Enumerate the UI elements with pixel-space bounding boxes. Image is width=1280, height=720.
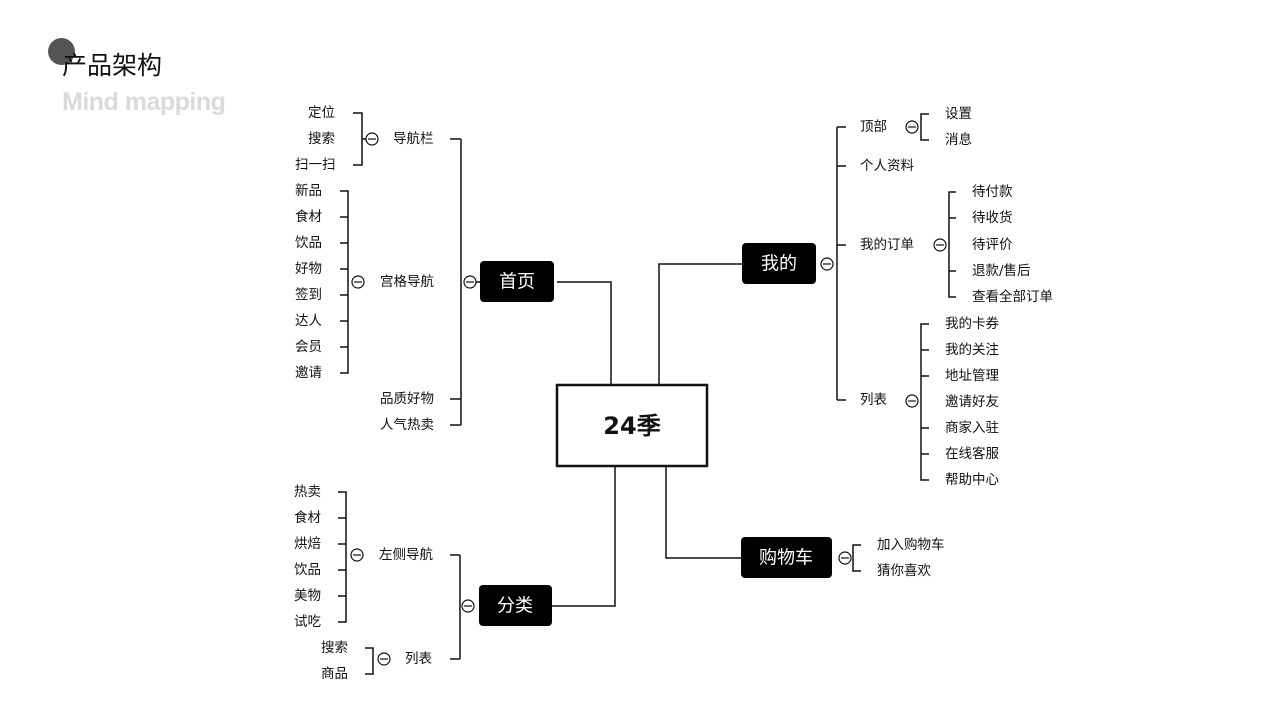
branch-mine-node[interactable]: 我的 xyxy=(742,243,816,284)
mine-list-item[interactable]: 地址管理 xyxy=(945,368,999,384)
home-grid-item[interactable]: 饮品 xyxy=(295,235,322,251)
connector-center-cart xyxy=(665,466,741,559)
collapse-home-icon[interactable] xyxy=(463,275,477,289)
branch-category-label: 分类 xyxy=(497,596,533,617)
connector-center-mine xyxy=(658,263,742,385)
mine-orders-item[interactable]: 退款/售后 xyxy=(972,263,1031,279)
collapse-catlist-icon[interactable] xyxy=(377,652,391,666)
branch-home-node[interactable]: 首页 xyxy=(480,261,554,302)
connector-lines xyxy=(338,112,956,675)
mine-orders-item[interactable]: 查看全部订单 xyxy=(972,288,1053,305)
category-leftnav-label[interactable]: 左侧导航 xyxy=(379,547,433,563)
category-leftnav-item[interactable]: 烘焙 xyxy=(294,536,321,552)
grid-bracket xyxy=(340,190,349,374)
nav-bracket xyxy=(353,112,366,166)
mine-orders-item[interactable]: 待评价 xyxy=(972,237,1013,253)
mine-list-label[interactable]: 列表 xyxy=(860,392,888,408)
home-grid-item[interactable]: 会员 xyxy=(295,339,322,355)
branch-mine-label: 我的 xyxy=(761,254,797,275)
home-grid-item[interactable]: 签到 xyxy=(295,286,322,303)
mine-top-item[interactable]: 消息 xyxy=(945,131,972,148)
mine-list-item[interactable]: 邀请好友 xyxy=(945,394,999,410)
minelist-bracket xyxy=(920,323,929,481)
title-dot-icon xyxy=(48,38,75,65)
cart-item[interactable]: 猜你喜欢 xyxy=(877,563,931,579)
center-label: 24季 xyxy=(603,412,660,440)
mine-orders-item[interactable]: 待付款 xyxy=(972,184,1013,200)
collapse-mine-icon[interactable] xyxy=(820,257,834,271)
category-list-item[interactable]: 商品 xyxy=(321,666,348,682)
category-leftnav-item[interactable]: 饮品 xyxy=(294,562,321,578)
collapse-orders-icon[interactable] xyxy=(933,238,947,252)
orders-bracket xyxy=(948,191,956,298)
category-list-item[interactable]: 搜索 xyxy=(321,640,348,656)
home-nav-item[interactable]: 搜索 xyxy=(308,131,335,147)
mine-spine-ticks xyxy=(837,126,846,401)
category-spine-ticks xyxy=(450,554,460,660)
top-bracket xyxy=(920,113,929,141)
mine-orders-item[interactable]: 待收货 xyxy=(972,209,1013,226)
category-leftnav-item[interactable]: 热卖 xyxy=(294,484,321,500)
mine-list-item[interactable]: 商家入驻 xyxy=(945,419,999,436)
collapse-cart-icon[interactable] xyxy=(838,551,852,565)
collapse-knobs xyxy=(350,120,947,666)
home-grid-label[interactable]: 宫格导航 xyxy=(380,274,434,290)
connector-center-home xyxy=(557,281,612,385)
branch-cart-label: 购物车 xyxy=(759,548,813,569)
catlist-bracket xyxy=(365,647,374,675)
home-quality-label[interactable]: 品质好物 xyxy=(380,391,434,407)
branch-home-label: 首页 xyxy=(499,272,535,293)
mine-profile-label[interactable]: 个人资料 xyxy=(860,158,914,174)
collapse-leftnav-icon[interactable] xyxy=(350,548,364,562)
home-spine-ticks xyxy=(450,138,480,426)
cart-bracket xyxy=(852,544,861,572)
category-list-label[interactable]: 列表 xyxy=(405,651,432,667)
home-nav-item[interactable]: 扫一扫 xyxy=(295,157,336,173)
mine-top-item[interactable]: 设置 xyxy=(945,106,972,122)
mine-list-item[interactable]: 帮助中心 xyxy=(945,472,999,488)
leftnav-bracket xyxy=(338,491,347,623)
home-nav-label[interactable]: 导航栏 xyxy=(393,131,434,147)
collapse-nav-icon[interactable] xyxy=(365,132,379,146)
home-grid-item[interactable]: 邀请 xyxy=(295,365,322,381)
collapse-category-icon[interactable] xyxy=(461,599,475,613)
home-popular-label[interactable]: 人气热卖 xyxy=(380,417,434,433)
category-leftnav-item[interactable]: 试吃 xyxy=(294,614,321,630)
home-grid-item[interactable]: 新品 xyxy=(295,183,322,199)
mine-top-label[interactable]: 顶部 xyxy=(860,119,887,135)
center-node[interactable]: 24季 xyxy=(555,383,709,468)
collapse-minelist-icon[interactable] xyxy=(905,394,919,408)
collapse-grid-icon[interactable] xyxy=(351,275,365,289)
branch-cart-node[interactable]: 购物车 xyxy=(741,537,832,578)
category-leftnav-item[interactable]: 食材 xyxy=(294,509,321,526)
mine-list-item[interactable]: 我的卡券 xyxy=(945,316,999,332)
page-title: 产品架构 xyxy=(62,51,163,80)
category-leftnav-item[interactable]: 美物 xyxy=(294,588,321,604)
mine-list-item[interactable]: 在线客服 xyxy=(945,445,999,462)
home-nav-item[interactable]: 定位 xyxy=(308,105,335,121)
home-grid-item[interactable]: 食材 xyxy=(295,208,322,225)
page-subtitle: Mind mapping xyxy=(62,88,226,116)
mine-list-item[interactable]: 我的关注 xyxy=(945,342,999,358)
collapse-top-icon[interactable] xyxy=(905,120,919,134)
connector-center-category xyxy=(552,466,616,607)
branch-category-node[interactable]: 分类 xyxy=(479,585,552,626)
cart-item[interactable]: 加入购物车 xyxy=(877,536,945,553)
mine-orders-label[interactable]: 我的订单 xyxy=(860,237,914,253)
home-grid-item[interactable]: 好物 xyxy=(295,261,322,277)
home-grid-item[interactable]: 达人 xyxy=(295,313,322,329)
